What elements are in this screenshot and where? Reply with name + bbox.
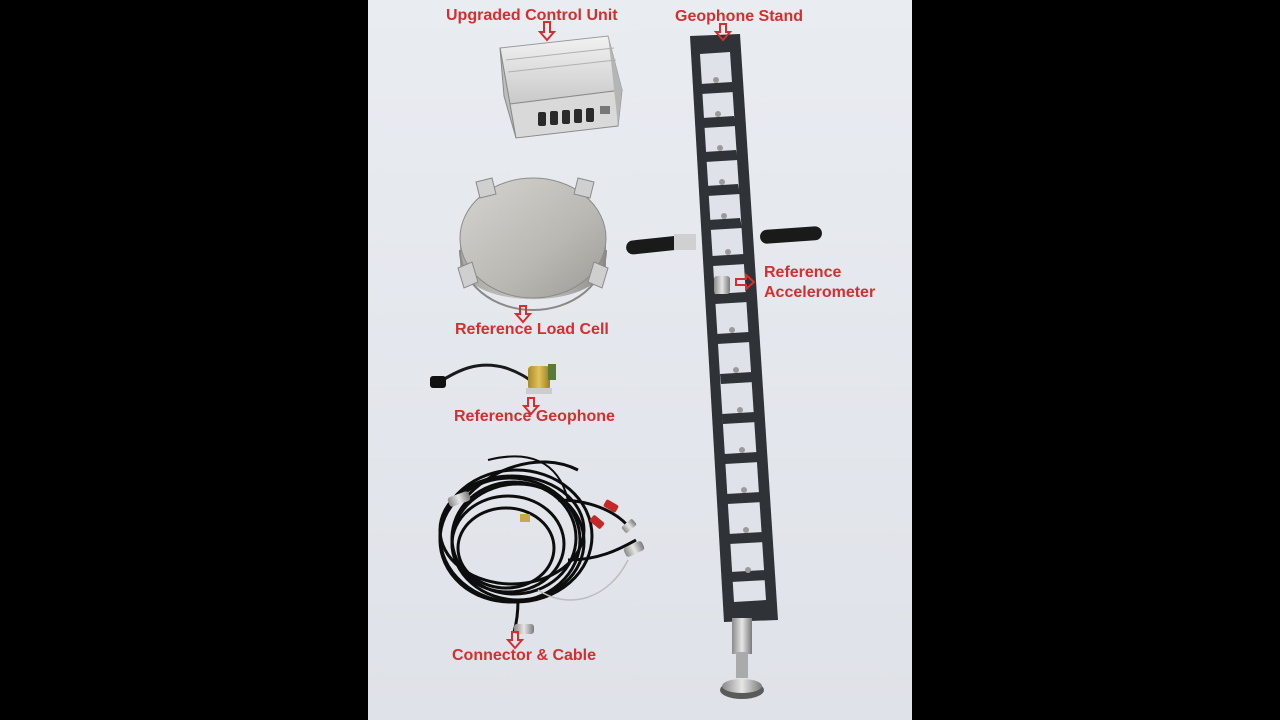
equipment-photo: Upgraded Control Unit Geophone Stand Ref…: [368, 0, 912, 720]
label-arrows: [505, 21, 756, 650]
reference-accelerometer-label-line1: Reference: [764, 264, 842, 281]
geophone-stand-image: [626, 34, 822, 699]
outline-arrow-icon: [735, 272, 756, 292]
reference-geophone-label: Reference Geophone: [454, 408, 615, 425]
connector-cable-label: Connector & Cable: [452, 647, 597, 664]
outline-arrow-icon: [713, 23, 733, 42]
outline-arrow-icon: [513, 305, 533, 324]
reference-accelerometer-label-line2: Accelerometer: [764, 284, 876, 301]
outline-arrow-icon: [521, 397, 541, 416]
control-unit-label: Upgraded Control Unit: [446, 7, 618, 24]
control-unit-image: [499, 35, 623, 139]
load-cell-image: [457, 177, 609, 311]
photo-background: [368, 0, 912, 720]
outline-arrow-icon: [505, 631, 525, 650]
outline-arrow-icon: [537, 21, 557, 42]
reference-load-cell-label: Reference Load Cell: [455, 321, 609, 338]
geophone-image: [430, 363, 556, 394]
connectors-image: [447, 491, 645, 634]
geophone-stand-label: Geophone Stand: [675, 8, 803, 25]
photo-illustration: [368, 0, 912, 720]
